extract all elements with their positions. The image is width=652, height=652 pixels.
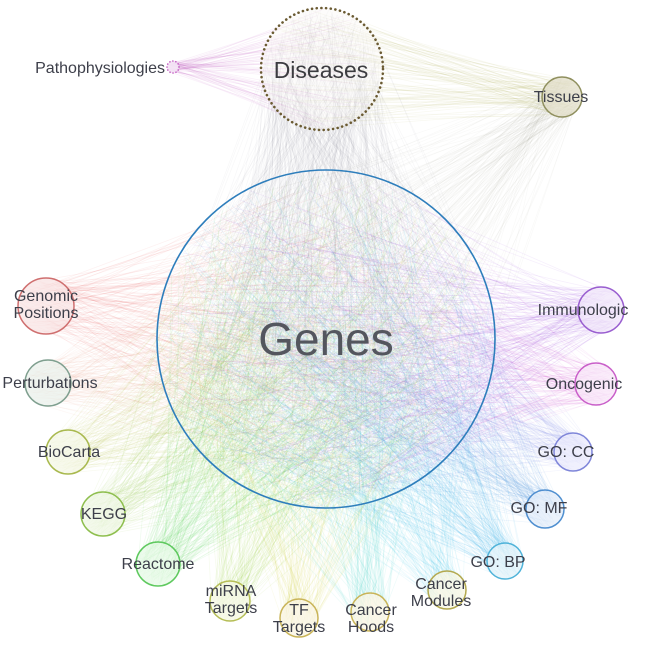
node-go_mf[interactable] bbox=[525, 489, 565, 529]
edge-bundle-tissues-genes bbox=[170, 77, 582, 504]
node-tf_targets[interactable] bbox=[279, 598, 319, 638]
node-immunologic[interactable] bbox=[577, 286, 625, 334]
node-go_bp[interactable] bbox=[486, 542, 524, 580]
node-label-tissues: Tissues bbox=[534, 89, 589, 106]
node-biocarta[interactable] bbox=[45, 429, 91, 475]
node-cancer_modules[interactable] bbox=[427, 570, 467, 610]
edge-bundle-oncogenic-genes bbox=[162, 186, 617, 508]
node-tissues[interactable] bbox=[541, 76, 583, 118]
node-label-reactome: Reactome bbox=[122, 556, 195, 573]
edge-bundle-go_cc-genes bbox=[160, 175, 592, 502]
edge-bundles bbox=[20, 8, 624, 636]
node-pathophysiologies[interactable] bbox=[166, 60, 180, 74]
node-label-biocarta: BioCarta bbox=[38, 444, 100, 461]
node-label-immunologic: Immunologic bbox=[538, 302, 629, 319]
node-perturbations[interactable] bbox=[24, 359, 72, 407]
edge-bundle-mirna_targets-genes bbox=[157, 179, 477, 621]
node-mirna_targets[interactable] bbox=[209, 580, 251, 622]
node-label-cancer_modules: Cancer bbox=[415, 576, 467, 593]
edge-bundle-go_bp-genes bbox=[158, 173, 523, 579]
edge-bundle-pathophysiologies-diseases bbox=[167, 8, 377, 130]
node-label-cancer_hoods: Hoods bbox=[348, 619, 394, 636]
node-label-perturbations: Perturbations bbox=[2, 375, 97, 392]
node-kegg[interactable] bbox=[80, 491, 126, 537]
node-label-cancer_modules: Modules bbox=[411, 593, 471, 610]
node-label-genes: Genes bbox=[258, 313, 394, 365]
node-label-go_cc: GO: CC bbox=[538, 444, 595, 461]
edge-bundle-cancer_modules-genes bbox=[163, 174, 490, 609]
node-label-genomic_positions: Positions bbox=[14, 305, 79, 322]
edge-bundle-diseases-tissues bbox=[263, 9, 582, 130]
node-label-tf_targets: Targets bbox=[273, 619, 325, 636]
node-label-genomic_positions: Genomic bbox=[14, 288, 78, 305]
nodes bbox=[17, 6, 625, 638]
node-label-diseases: Diseases bbox=[274, 57, 369, 83]
node-genomic_positions[interactable] bbox=[17, 277, 75, 335]
node-label-tf_targets: TF bbox=[289, 602, 309, 619]
edge-bundle-biocarta-genes bbox=[48, 180, 489, 498]
node-reactome[interactable] bbox=[135, 541, 181, 587]
node-labels: Genes Diseases PathophysiologiesTissuesGen… bbox=[2, 57, 628, 636]
node-label-pathophysiologies: Pathophysiologies bbox=[35, 60, 165, 77]
node-label-go_mf: GO: MF bbox=[511, 500, 568, 517]
node-label-cancer_hoods: Cancer bbox=[345, 602, 397, 619]
node-cancer_hoods[interactable] bbox=[350, 592, 390, 632]
edge-bundle-go_mf-genes bbox=[160, 174, 564, 528]
node-diseases[interactable] bbox=[259, 6, 385, 132]
edge-bundle-kegg-genes bbox=[82, 178, 480, 537]
edge-bundle-tf_targets-genes bbox=[158, 177, 479, 636]
edge-bundle-diseases-genes bbox=[159, 8, 487, 506]
node-label-oncogenic: Oncogenic bbox=[546, 376, 623, 393]
node-go_cc[interactable] bbox=[553, 432, 593, 472]
node-label-mirna_targets: Targets bbox=[205, 600, 257, 617]
node-label-kegg: KEGG bbox=[81, 506, 127, 523]
edge-bundle-reactome-genes bbox=[137, 173, 483, 586]
node-oncogenic[interactable] bbox=[574, 362, 618, 406]
edge-bundle-immunologic-genes bbox=[159, 181, 624, 493]
edge-bundle-cancer_hoods-genes bbox=[159, 189, 494, 630]
edge-bundle-perturbations-genes bbox=[25, 179, 484, 496]
node-label-mirna_targets: miRNA bbox=[206, 583, 257, 600]
node-label-go_bp: GO: BP bbox=[470, 554, 525, 571]
node-genes[interactable] bbox=[156, 169, 496, 509]
